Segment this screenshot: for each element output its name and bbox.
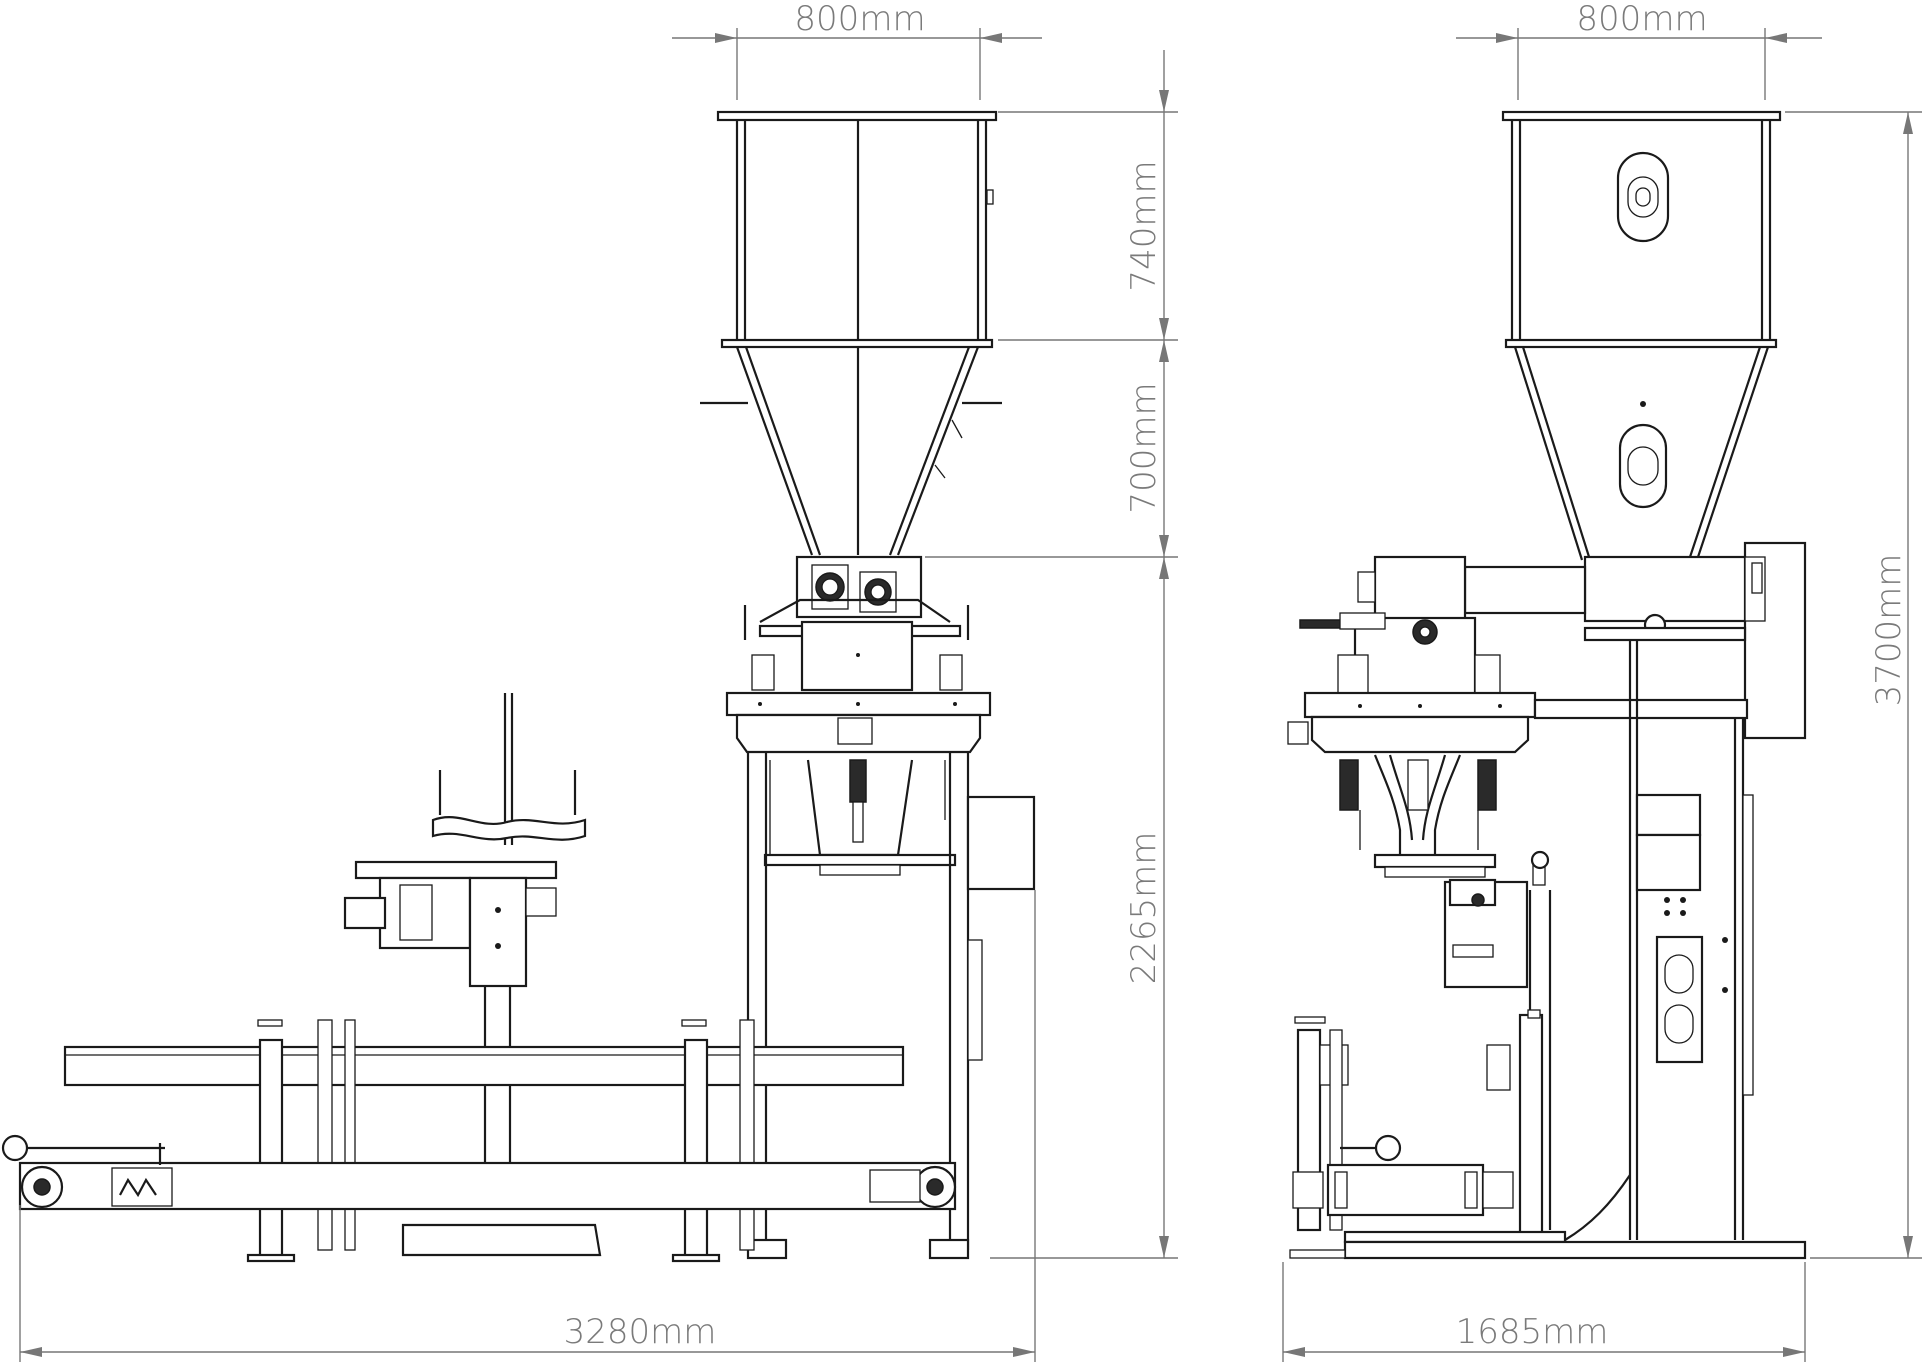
side-base — [1289, 1230, 1807, 1260]
front-view — [1, 110, 1036, 1263]
side-upper-hopper — [1501, 110, 1782, 349]
side-conveyor-roller — [1292, 1163, 1514, 1217]
side-hopper-cone — [1513, 346, 1770, 561]
front-upper-rail — [63, 1045, 905, 1087]
front-main-table — [725, 691, 992, 754]
front-weighing-frame — [743, 598, 970, 692]
front-hopper-width-label: 800mm — [794, 0, 925, 39]
side-sewing-unit — [1443, 850, 1552, 1237]
upper-hopper-height-label: 740mm — [1124, 160, 1164, 291]
side-hopper-width-label: 800mm — [1576, 0, 1707, 39]
front-sewing-unit — [343, 693, 602, 1257]
side-weigh-unit — [1299, 612, 1501, 698]
base-height-label: 2265mm — [1124, 832, 1164, 985]
front-bag-clamp — [763, 759, 957, 876]
front-upper-hopper — [716, 110, 998, 349]
side-main-column — [1564, 640, 1754, 1241]
front-hopper-cone — [700, 346, 1002, 556]
cone-height-label: 700mm — [1124, 382, 1164, 513]
side-total-depth-label: 1685mm — [1456, 1312, 1609, 1352]
front-feeder-box — [795, 555, 923, 619]
side-view — [1287, 110, 1807, 1260]
front-conveyor — [1, 1134, 957, 1211]
side-table — [1287, 691, 1749, 754]
front-total-length-label: 3280mm — [564, 1312, 717, 1352]
total-height-label: 3700mm — [1869, 554, 1909, 707]
dimension-lines — [19, 28, 1922, 1362]
side-bag-clamp — [1339, 754, 1497, 878]
